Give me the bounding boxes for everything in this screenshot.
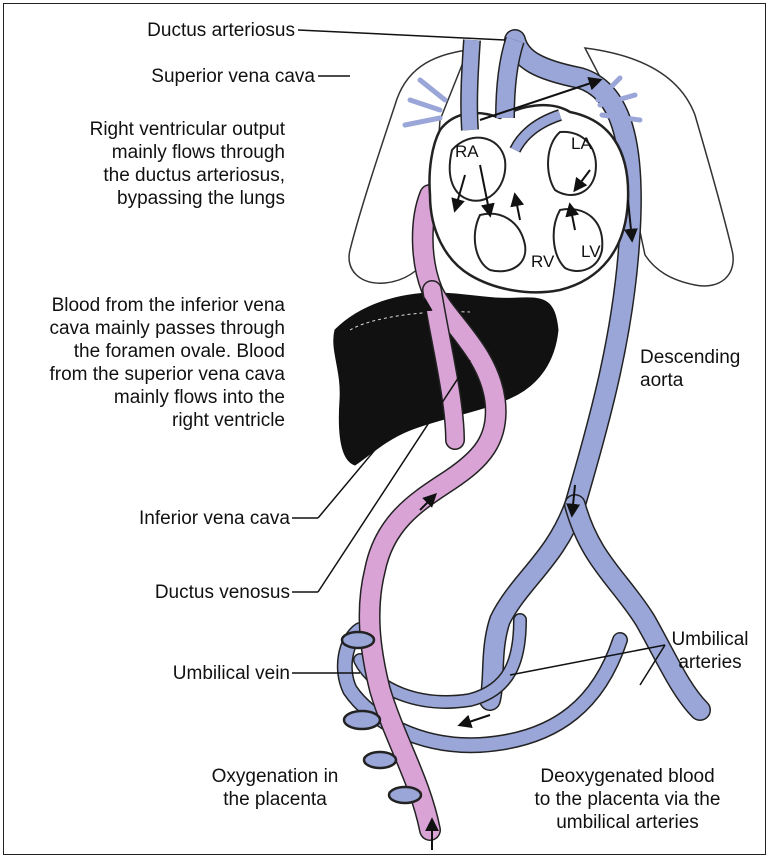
label-ra: RA: [455, 142, 479, 162]
label-superior-vena-cava: Superior vena cava: [90, 65, 315, 88]
label-rv-output: Right ventricular output mainly flows th…: [40, 118, 285, 210]
label-lv: LV: [581, 242, 601, 262]
label-inferior-vena-cava: Inferior vena cava: [80, 507, 290, 530]
label-ductus-venosus: Ductus venosus: [100, 581, 290, 604]
label-rv: RV: [531, 252, 554, 272]
label-oxygenation: Oxygenation in the placenta: [200, 765, 350, 811]
label-umbilical-vein: Umbilical vein: [100, 662, 290, 685]
label-descending-aorta: Descending aorta: [640, 346, 760, 392]
label-la: LA: [571, 134, 592, 154]
label-umbilical-arteries: Umbilical arteries: [660, 628, 760, 674]
label-ductus-arteriosus: Ductus arteriosus: [100, 19, 295, 42]
label-deoxygenated: Deoxygenated blood to the placenta via t…: [505, 765, 750, 834]
label-ivc-blood: Blood from the inferior vena cava mainly…: [10, 294, 285, 432]
